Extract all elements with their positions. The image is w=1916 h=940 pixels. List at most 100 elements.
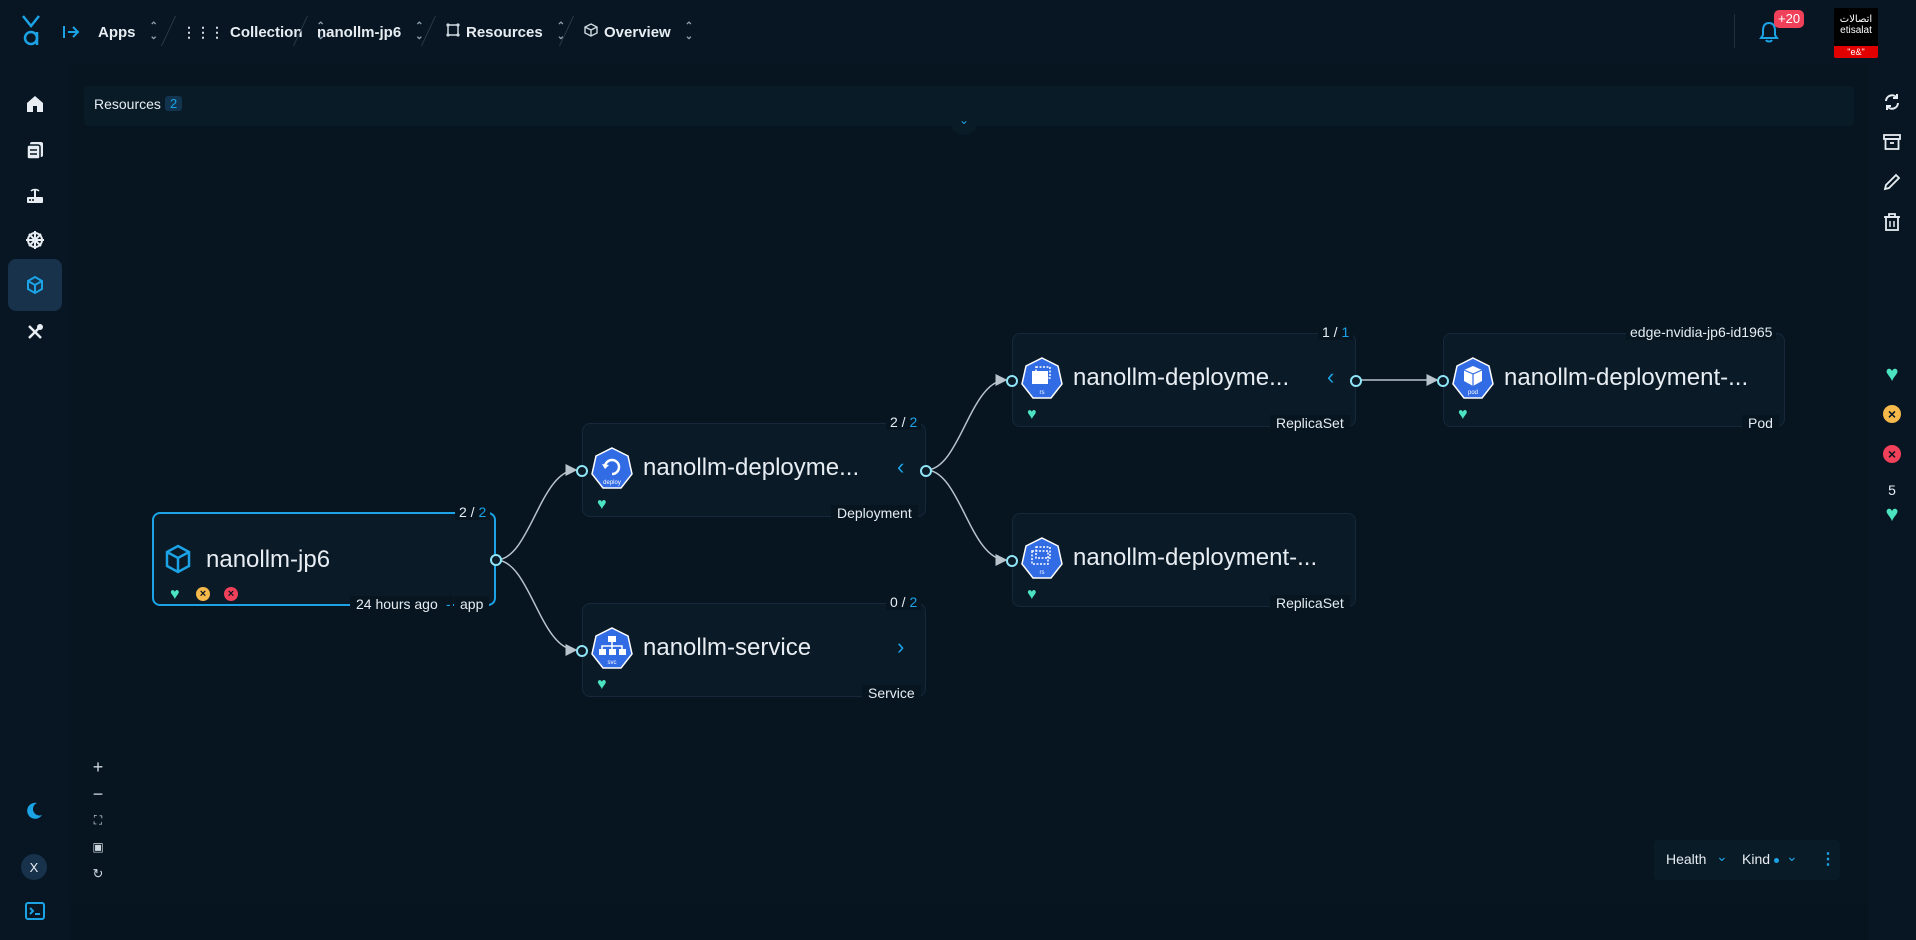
error-filter-icon[interactable]: × [1880,442,1904,466]
chevron-left-icon[interactable]: ‹ [1327,364,1335,389]
sidebar-item-kubernetes[interactable] [8,214,62,266]
icon-label: pod [1468,390,1478,396]
chevron-right-icon[interactable]: › [897,634,905,659]
reset-icon[interactable]: ↻ [92,866,104,881]
ready-count: 1 / [1322,324,1342,340]
legend-count: 5 [1888,482,1896,498]
node-handle[interactable] [1006,375,1018,387]
healthy-filter-icon[interactable]: ♥ [1885,361,1899,386]
cube-icon [27,275,43,295]
node-ready-count: 1 / 1 [1318,324,1354,340]
breadcrumb-label: Collection [230,23,303,41]
ready-count: 0 / [890,594,910,610]
divider [1734,14,1735,48]
breadcrumb-resources[interactable]: Resources⌃⌄ [446,22,565,42]
chevron-down-icon[interactable]: ⌄ [950,113,978,135]
total-count: 2 [909,594,918,610]
node-replicaset[interactable]: rs nanollm-deployme... ‹ ♥ [1012,333,1356,427]
node-app[interactable]: nanollm-jp6 ♥ × × [152,512,496,606]
icon-label: deploy [603,480,621,486]
icon-label: svc [608,660,617,666]
zoom-out-icon[interactable]: − [92,783,104,804]
clipboard-icon [26,142,43,160]
fit-view-icon[interactable]: ⛶ [93,812,103,827]
sidebar-item-apps[interactable] [8,259,62,311]
collapse-sidebar-icon[interactable] [62,24,80,40]
home-icon [27,96,43,112]
brand-badge: "e&" [1834,46,1878,58]
node-handle[interactable] [490,554,502,566]
heart-icon: ♥ [1027,406,1037,423]
resources-count-badge: 2 [165,96,183,111]
node-handle[interactable] [576,465,588,477]
filter-panel: Health ⌄ Kind ⌄ ⋮ [1654,840,1840,880]
node-age: 24 hours ago [350,596,444,612]
tools-icon [28,324,43,339]
app-logo-icon[interactable] [20,14,42,48]
sidebar-item-catalog[interactable] [8,124,62,176]
node-service[interactable]: svc nanollm-service › ♥ [582,603,926,697]
brand-logo: اتصالات etisalat "e&" [1834,8,1878,58]
heart-icon: ♥ [597,676,607,693]
more-vertical-icon[interactable]: ⋮ [1820,851,1836,868]
zoom-in-icon[interactable]: + [92,756,104,777]
node-ready-count: 0 / 2 [886,594,922,610]
brand-latin: etisalat [1840,25,1872,36]
chevron-left-icon[interactable]: ‹ [897,454,905,479]
node-kind: Deployment [831,505,918,521]
node-title: nanollm-deployme... [643,454,860,481]
node-host-label: edge-nvidia-jp6-id1965 [1626,324,1777,340]
pod-icon: pod [1452,357,1494,399]
avatar[interactable]: X [21,854,47,880]
service-icon: svc [591,627,633,669]
kind-filter[interactable]: Kind [1742,851,1771,867]
sidebar-item-tools[interactable] [8,306,62,358]
bell-icon[interactable] [1758,20,1780,44]
sidebar-item-home[interactable] [8,78,62,130]
breadcrumb-apps[interactable]: Apps⌃⌄ [98,22,158,42]
total-count: 1 [1341,324,1350,340]
cube-outline-icon [584,23,598,41]
heart-icon[interactable]: ♥ [1885,501,1899,526]
cube-icon [165,544,191,574]
sidebar-item-devices[interactable] [8,170,62,222]
node-handle[interactable] [1350,375,1362,387]
warning-filter-icon[interactable]: × [1880,402,1904,426]
brand-arabic: اتصالات [1839,14,1873,25]
notification-count-badge: +20 [1774,10,1805,28]
graph-canvas[interactable] [70,64,1868,904]
moon-icon[interactable] [24,801,44,821]
node-handle[interactable] [1006,555,1018,567]
node-handle[interactable] [920,465,932,477]
node-replicaset[interactable]: rs nanollm-deployment-... ♥ [1012,513,1356,607]
grid-icon: ⋮⋮⋮ [182,23,224,40]
heart-icon: ♥ [1027,586,1037,603]
trash-icon[interactable] [1880,210,1904,234]
resources-header[interactable]: Resources 2 [84,86,1854,126]
refresh-icon[interactable] [1880,90,1904,114]
total-count: 2 [909,414,918,430]
chevron-down-icon[interactable]: ⌄ [1786,848,1798,864]
breadcrumb-app[interactable]: nanollm-jp6⌃⌄ [317,22,424,42]
active-filter-dot [1774,858,1779,863]
node-kind: ReplicaSet [1270,415,1350,431]
node-handle[interactable] [1437,375,1449,387]
node-pod[interactable]: pod nanollm-deployment-... ♥ [1443,333,1785,427]
archive-icon[interactable] [1880,130,1904,154]
breadcrumb-overview[interactable]: Overview⌃⌄ [584,22,693,42]
node-deployment[interactable]: deploy nanollm-deployme... ‹ ♥ [582,423,926,517]
terminal-icon[interactable] [25,902,45,920]
icon-label: rs [1040,570,1045,576]
edit-icon[interactable] [1880,170,1904,194]
lock-icon[interactable]: ▣ [92,840,104,854]
node-title: nanollm-deployment-... [1504,364,1749,391]
node-handle[interactable] [576,645,588,657]
chevron-updown-icon: ⌃⌄ [316,21,325,42]
health-filter[interactable]: Health [1666,851,1707,867]
heart-icon: ♥ [597,496,607,513]
chevron-down-icon[interactable]: ⌄ [1716,848,1728,864]
router-icon [27,188,43,203]
deployment-icon: deploy [591,447,633,489]
breadcrumb-collection[interactable]: ⋮⋮⋮ Collection ⌃⌄ [182,22,325,42]
